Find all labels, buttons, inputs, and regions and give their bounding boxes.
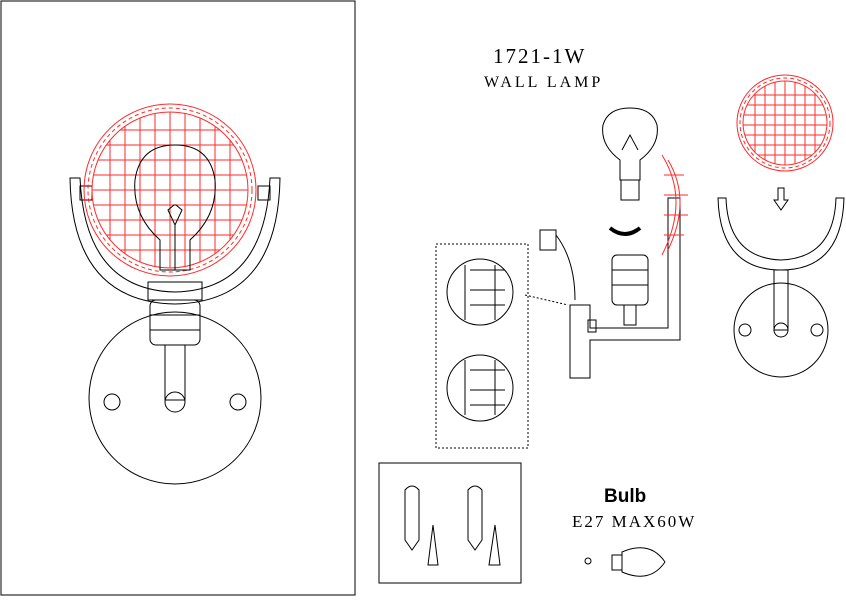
shade-front [736, 74, 834, 172]
detail-inset [435, 243, 529, 449]
front-view-panel [0, 0, 356, 596]
wall-anchor [404, 485, 483, 551]
shade-side [661, 154, 688, 256]
bulb-heading: Bulb [604, 486, 647, 507]
base-plate-front [733, 269, 829, 378]
exploded-front [717, 74, 845, 378]
bracket-front [717, 197, 845, 271]
bulb-icon [584, 547, 666, 577]
bulb-spec: E27 MAX60W [572, 512, 697, 531]
shade-red [83, 103, 257, 277]
side-arm [569, 197, 681, 379]
down-arrow-icon [773, 187, 789, 211]
arm-bracket [69, 177, 281, 305]
model-number: 1721-1W [493, 44, 587, 68]
screw [427, 524, 501, 566]
base-plate [88, 311, 262, 485]
lamp-socket [147, 281, 203, 346]
light-bulb [134, 144, 216, 271]
hardware-box [378, 462, 522, 584]
wire-connector [539, 229, 576, 301]
product-name: WALL LAMP [484, 74, 604, 91]
rotate-arrow-icon [608, 226, 642, 236]
bulb-top [602, 107, 658, 201]
exploded-lamp [435, 107, 688, 449]
socket [611, 254, 649, 326]
